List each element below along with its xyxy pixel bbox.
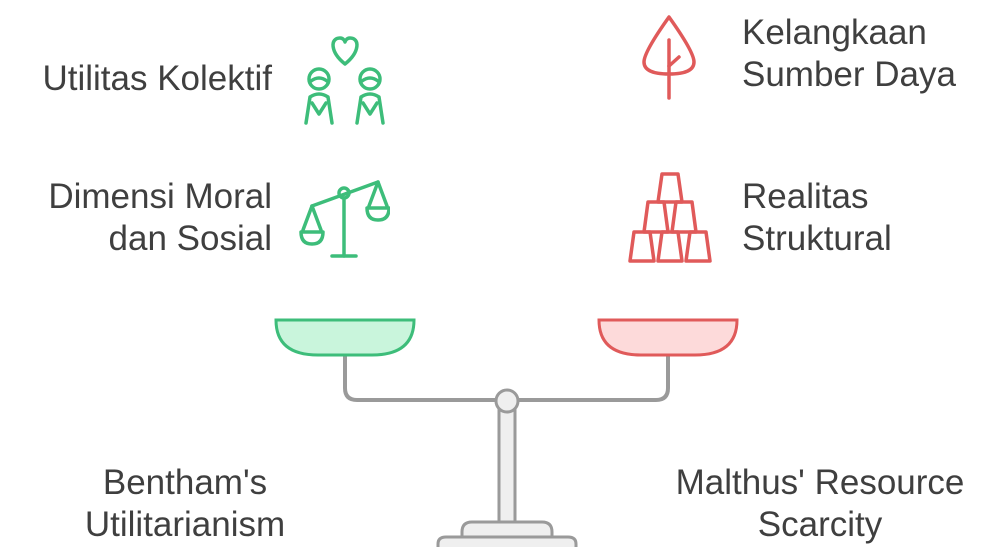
balance-scale-icon xyxy=(298,176,390,262)
right-pan xyxy=(597,318,739,357)
cup-pyramid-icon xyxy=(622,170,718,264)
scale-pivot xyxy=(494,388,520,414)
scale-base-bottom xyxy=(436,535,578,547)
left-pan xyxy=(274,318,416,357)
tree-icon xyxy=(638,14,700,100)
left-item-label-collective-utility: Utilitas Kolektif xyxy=(42,59,272,98)
right-pan-wire xyxy=(517,355,670,402)
right-item-label-resource-scarcity: Kelangkaan Sumber Daya xyxy=(742,13,956,94)
left-item-label-moral-social: Dimensi Moral dan Sosial xyxy=(48,177,272,258)
right-item-label-structural-reality: Realitas Struktural xyxy=(742,177,892,258)
left-title: Bentham's Utilitarianism xyxy=(84,463,286,544)
couple-heart-icon xyxy=(300,30,390,130)
left-pan-wire xyxy=(343,355,497,402)
right-title: Malthus' Resource Scarcity xyxy=(675,463,965,544)
